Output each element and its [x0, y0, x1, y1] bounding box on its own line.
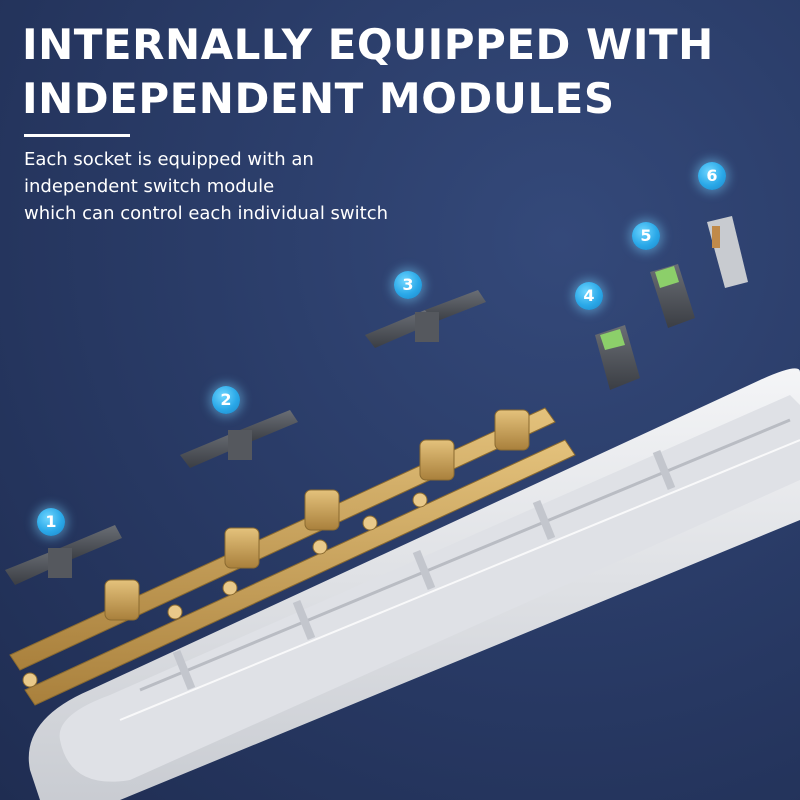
badge-5: 5: [632, 222, 660, 250]
description-line-2: independent switch module: [24, 176, 275, 197]
headline-line-1: INTERNALLY EQUIPPED WITH: [22, 20, 714, 69]
brass-contact-clip: [224, 527, 260, 569]
switch-module-6: [707, 216, 748, 288]
description: Each socket is equipped with an independ…: [24, 146, 388, 227]
description-line-1: Each socket is equipped with an: [24, 149, 314, 170]
brass-conductor-rails: [9, 407, 576, 706]
badge-4: 4: [575, 282, 603, 310]
headline: INTERNALLY EQUIPPED WITH INDEPENDENT MOD…: [22, 18, 714, 126]
brass-contact-clip: [494, 409, 530, 451]
badge-6: 6: [698, 162, 726, 190]
badge-3: 3: [394, 271, 422, 299]
brass-contact-clip: [104, 579, 140, 621]
switch-lever-2: [180, 410, 298, 468]
switch-module-5: [650, 264, 695, 328]
headline-line-2: INDEPENDENT MODULES: [22, 74, 615, 123]
brass-contact-clip: [419, 439, 455, 481]
switch-lever-3: [365, 290, 486, 348]
power-strip-housing: [28, 368, 800, 800]
badge-2: 2: [212, 386, 240, 414]
switch-lever-1: [5, 525, 122, 585]
description-line-3: which can control each individual switch: [24, 203, 388, 224]
badge-1: 1: [37, 508, 65, 536]
headline-underline: [24, 134, 130, 137]
brass-contact-clip: [304, 489, 340, 531]
switch-module-4: [595, 325, 640, 390]
